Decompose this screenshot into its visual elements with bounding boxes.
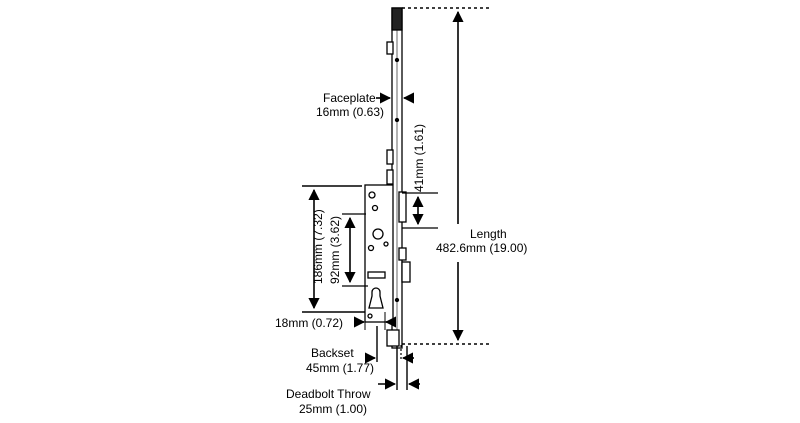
backset-value: 45mm (1.77) bbox=[306, 361, 374, 375]
dim-92-label: 92mm (3.62) bbox=[328, 216, 342, 284]
lock-case bbox=[364, 184, 394, 323]
length-value: 482.6mm (19.00) bbox=[436, 241, 527, 255]
length-title: Length bbox=[470, 227, 507, 241]
dim-41-label: 41mm (1.61) bbox=[412, 124, 426, 192]
dimension-lines bbox=[302, 7, 490, 390]
dim-18-label: 18mm (0.72) bbox=[275, 316, 343, 330]
faceplate-title: Faceplate bbox=[323, 91, 376, 105]
faceplate-value: 16mm (0.63) bbox=[316, 105, 384, 119]
faceplate-strip bbox=[386, 7, 411, 349]
backset-title: Backset bbox=[311, 346, 354, 360]
deadbolt-value: 25mm (1.00) bbox=[299, 402, 367, 416]
deadbolt-title: Deadbolt Throw bbox=[286, 387, 371, 401]
dim-186-label: 186mm (7.32) bbox=[311, 209, 325, 284]
